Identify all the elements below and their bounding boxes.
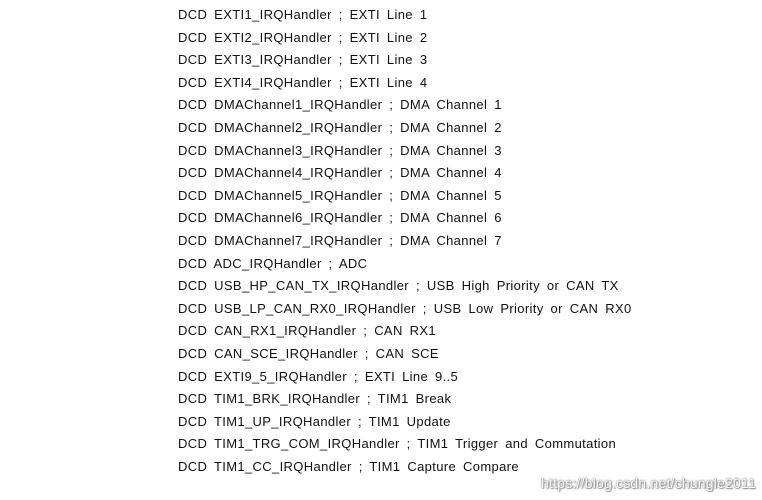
code-line: DCD DMAChannel3_IRQHandler ; DMA Channel… bbox=[178, 142, 502, 158]
code-line: DCD TIM1_CC_IRQHandler ; TIM1 Capture Co… bbox=[178, 458, 519, 474]
code-line: DCD TIM1_TRG_COM_IRQHandler ; TIM1 Trigg… bbox=[178, 436, 617, 452]
code-line: DCD TIM1_UP_IRQHandler ; TIM1 Update bbox=[178, 413, 451, 429]
code-line: DCD ADC_IRQHandler ; ADC bbox=[178, 255, 368, 271]
source-watermark: https://blog.csdn.net/chungle2011 bbox=[541, 475, 756, 491]
code-line: DCD CAN_SCE_IRQHandler ; CAN SCE bbox=[178, 345, 439, 361]
code-line: DCD USB_HP_CAN_TX_IRQHandler ; USB High … bbox=[178, 278, 619, 294]
code-line: DCD EXTI1_IRQHandler ; EXTI Line 1 bbox=[178, 7, 428, 22]
code-line: DCD CAN_RX1_IRQHandler ; CAN RX1 bbox=[178, 323, 436, 339]
code-line: DCD EXTI9_5_IRQHandler ; EXTI Line 9..5 bbox=[178, 368, 459, 384]
code-line: DCD DMAChannel2_IRQHandler ; DMA Channel… bbox=[178, 119, 502, 135]
code-line: DCD DMAChannel6_IRQHandler ; DMA Channel… bbox=[178, 210, 502, 226]
code-line: DCD DMAChannel5_IRQHandler ; DMA Channel… bbox=[178, 187, 502, 203]
code-line: DCD DMAChannel4_IRQHandler ; DMA Channel… bbox=[178, 165, 502, 181]
code-line: DCD EXTI2_IRQHandler ; EXTI Line 2 bbox=[178, 29, 428, 45]
code-line: DCD DMAChannel1_IRQHandler ; DMA Channel… bbox=[178, 97, 502, 113]
code-line: DCD USB_LP_CAN_RX0_IRQHandler ; USB Low … bbox=[178, 300, 632, 316]
vector-table-listing: DCD EXTI1_IRQHandler ; EXTI Line 1 DCD E… bbox=[178, 4, 738, 478]
code-line: DCD EXTI3_IRQHandler ; EXTI Line 3 bbox=[178, 52, 428, 68]
code-line: DCD EXTI4_IRQHandler ; EXTI Line 4 bbox=[178, 74, 428, 90]
code-line: DCD TIM1_BRK_IRQHandler ; TIM1 Break bbox=[178, 391, 452, 407]
code-line: DCD DMAChannel7_IRQHandler ; DMA Channel… bbox=[178, 232, 502, 248]
